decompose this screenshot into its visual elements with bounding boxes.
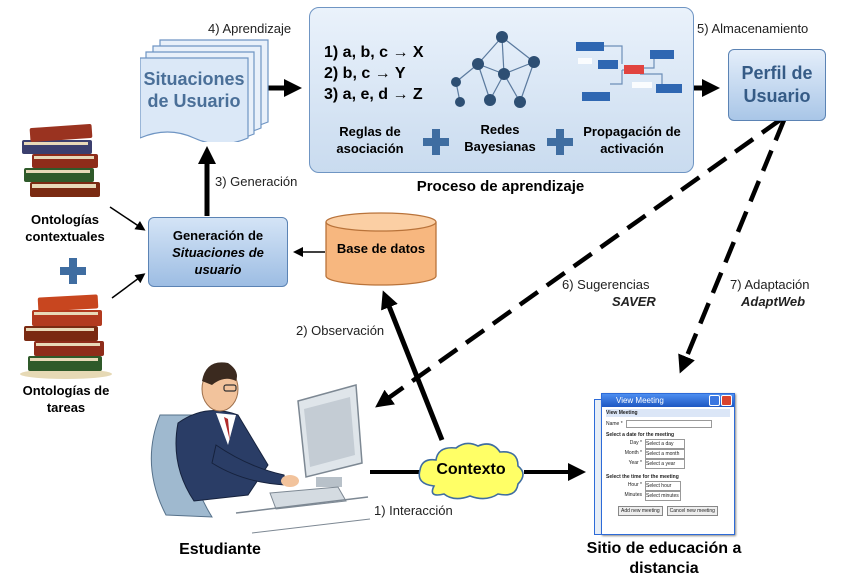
edge-label-adaptweb: AdaptWeb <box>741 294 806 309</box>
sitio-label: Sitio de educación a distancia <box>586 540 742 577</box>
arrow-adaptacion <box>678 119 787 374</box>
window-title: View Meeting <box>616 396 664 405</box>
cancel-meeting-button[interactable]: Cancel new meeting <box>666 506 718 516</box>
situaciones-label: Situaciones de Usuario <box>143 69 245 111</box>
edge-label-observacion: 2) Observación <box>296 323 385 338</box>
year-select[interactable]: Select a year <box>645 459 685 469</box>
generacion-box: Generación de Situaciones de usuario <box>148 217 288 287</box>
rule-3: 3) a, e, d → Z <box>324 86 423 103</box>
process-title: Proceso de aprendizaje <box>416 178 585 195</box>
bayes-label: Redes Bayesianas <box>464 122 536 154</box>
database-icon <box>325 212 437 286</box>
maximize-icon[interactable] <box>709 395 720 406</box>
books-icon <box>22 123 100 197</box>
arrow-sugerencias <box>375 118 782 408</box>
perfil-usuario-box: Perfil de Usuario <box>728 49 826 121</box>
name-label: Name * <box>606 421 623 427</box>
contexto-label: Contexto <box>436 461 506 478</box>
situaciones-stack <box>140 39 269 142</box>
generacion-line3: usuario <box>194 261 242 277</box>
rule-2: 2) b, c → Y <box>324 65 406 82</box>
front-window: View Meeting View Meeting Name * Select … <box>601 393 735 535</box>
minutes-select[interactable]: Select minutes <box>645 491 681 501</box>
plus-icon <box>60 258 86 284</box>
association-rules: 1) a, b, c → X 2) b, c → Y 3) a, e, d → … <box>324 42 424 105</box>
arrow-observacion <box>381 290 445 441</box>
process-box: 1) a, b, c → X 2) b, c → Y 3) a, e, d → … <box>309 7 694 173</box>
generacion-line1: Generación de <box>172 227 264 243</box>
ontologias-tareas-label: Ontologías de tareas <box>22 383 110 415</box>
month-select[interactable]: Select a month <box>645 449 685 459</box>
context-cloud-icon <box>418 442 524 500</box>
edge-label-generacion: 3) Generación <box>215 174 298 189</box>
hour-select[interactable]: Select hour <box>645 481 681 491</box>
rule-1: 1) a, b, c → X <box>324 44 424 61</box>
day-select[interactable]: Select a day <box>645 439 685 449</box>
edge-label-interaccion: 1) Interacción <box>374 503 453 518</box>
edge-label-almacenamiento: 5) Almacenamiento <box>697 21 809 36</box>
day-label: Day * <box>629 440 642 446</box>
date-section-label: Select a date for the meeting <box>606 432 675 438</box>
student-icon <box>150 362 371 534</box>
hour-label: Hour * <box>627 482 642 488</box>
time-section-label: Select the time for the meeting <box>606 474 679 480</box>
edge-label-sugerencias: 6) Sugerencias <box>562 277 650 292</box>
name-input[interactable] <box>625 420 712 428</box>
window-title-bar: View Meeting <box>602 394 734 407</box>
month-label: Month * <box>624 450 642 456</box>
arrow-ont-contextuales <box>109 206 146 231</box>
edge-label-aprendizaje: 4) Aprendizaje <box>208 21 292 36</box>
ontologias-contextuales-label: Ontologías contextuales <box>25 212 105 244</box>
bayesian-network-icon <box>451 31 540 108</box>
edge-label-saver: SAVER <box>612 294 656 309</box>
plus-icon <box>423 129 449 155</box>
edge-label-adaptacion: 7) Adaptación <box>730 277 810 292</box>
close-icon[interactable] <box>721 395 732 406</box>
minutes-label: Minutes <box>624 492 642 498</box>
plus-icon <box>547 129 573 155</box>
perfil-label: Perfil de Usuario <box>741 63 813 106</box>
assoc-rules-label: Reglas de asociación <box>336 124 404 156</box>
activation-label: Propagación de activación <box>583 124 681 156</box>
year-label: Year * <box>628 460 642 466</box>
estudiante-label: Estudiante <box>179 541 261 558</box>
inner-title: View Meeting <box>606 409 730 417</box>
window-body: View Meeting Name * Select a date for th… <box>602 407 734 518</box>
add-meeting-button[interactable]: Add new meeting <box>618 506 663 516</box>
books-icon <box>20 294 112 379</box>
activation-propagation-icon <box>576 42 682 101</box>
generacion-line2: Situaciones de <box>172 244 264 260</box>
arrow-ont-tareas <box>111 273 146 299</box>
database-label: Base de datos <box>336 241 426 256</box>
